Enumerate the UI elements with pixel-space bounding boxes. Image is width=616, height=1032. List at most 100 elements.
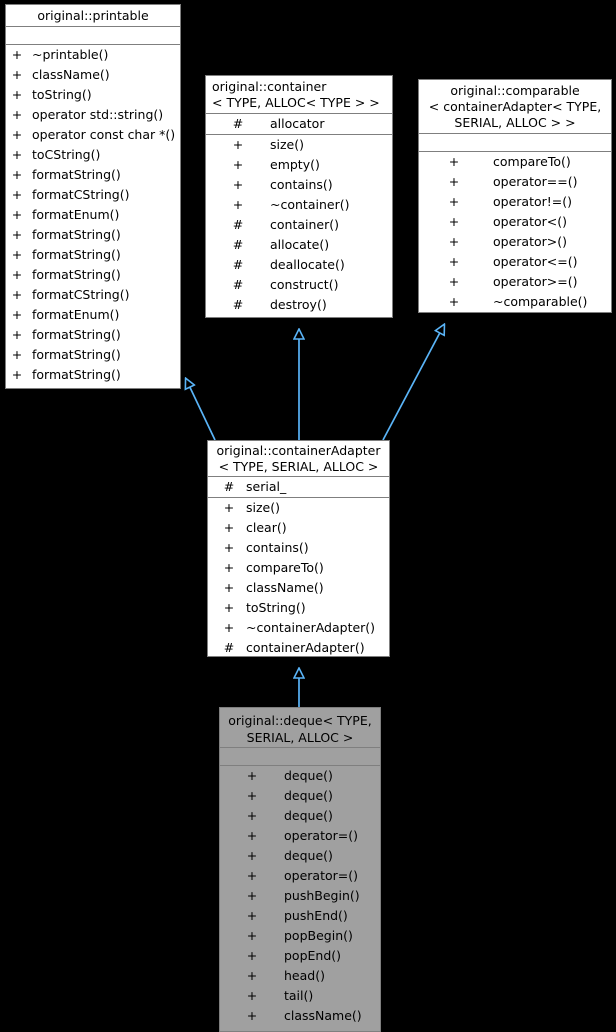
member-row[interactable]: +operator<()	[419, 212, 611, 232]
member-name: className()	[246, 580, 324, 595]
visibility-marker: +	[246, 848, 258, 863]
member-name: compareTo()	[493, 154, 571, 169]
member-name: operator=()	[284, 868, 358, 883]
visibility-marker: +	[246, 888, 258, 903]
member-row[interactable]: +compareTo()	[419, 152, 611, 172]
member-row[interactable]: +~container()	[206, 195, 392, 215]
member-name: allocator	[270, 116, 325, 131]
visibility-marker: +	[232, 177, 244, 192]
member-row[interactable]: +operator!=()	[419, 192, 611, 212]
member-name: operator>()	[493, 234, 567, 249]
member-row[interactable]: +head()	[220, 966, 380, 986]
member-row[interactable]: #container()	[206, 215, 392, 235]
member-row[interactable]: +deque()	[220, 806, 380, 826]
member-row[interactable]: +formatCString()	[6, 185, 180, 205]
member-row[interactable]: +formatCString()	[6, 285, 180, 305]
member-row[interactable]: +operator<=()	[419, 252, 611, 272]
visibility-marker: +	[11, 307, 23, 322]
visibility-marker: +	[11, 247, 23, 262]
member-row[interactable]: + deque()	[220, 846, 380, 866]
member-row[interactable]: + size()	[208, 498, 389, 518]
member-name: head()	[284, 968, 325, 983]
member-name: deque()	[284, 808, 333, 823]
member-row[interactable]: +deque()	[220, 766, 380, 786]
member-row[interactable]: +formatEnum()	[6, 205, 180, 225]
visibility-marker: +	[11, 327, 23, 342]
member-row[interactable]: +operator==()	[419, 172, 611, 192]
member-name: deallocate()	[270, 257, 345, 272]
member-row[interactable]: +operator=()	[220, 866, 380, 886]
member-row[interactable]: #destroy()	[206, 295, 392, 315]
member-name: empty()	[270, 157, 320, 172]
member-row[interactable]: +operator>()	[419, 232, 611, 252]
member-row[interactable]: +operator=()	[220, 826, 380, 846]
class-ops-comparable: +compareTo() +operator==() +operator!=()…	[419, 152, 611, 312]
visibility-marker: +	[223, 560, 235, 575]
member-row[interactable]: +~containerAdapter()	[208, 618, 389, 638]
member-row[interactable]: +formatString()	[6, 365, 180, 385]
class-box-deque[interactable]: original::deque< TYPE, SERIAL, ALLOC > +…	[219, 707, 381, 1032]
member-name: contains()	[270, 177, 333, 192]
member-row[interactable]: +operator const char *()	[6, 125, 180, 145]
visibility-marker: +	[223, 500, 235, 515]
member-name: deque()	[284, 848, 333, 863]
member-row[interactable]: +className()	[208, 578, 389, 598]
member-row[interactable]: #deallocate()	[206, 255, 392, 275]
member-row[interactable]: +popBegin()	[220, 926, 380, 946]
visibility-marker: +	[448, 274, 460, 289]
member-row[interactable]: + contains()	[206, 175, 392, 195]
member-row[interactable]: #containerAdapter()	[208, 638, 389, 658]
member-row[interactable]: +toString()	[6, 85, 180, 105]
member-row[interactable]: +~comparable()	[419, 292, 611, 312]
member-row[interactable]: +size()	[206, 135, 392, 155]
member-row[interactable]: +formatString()	[6, 225, 180, 245]
member-row[interactable]: +formatEnum()	[6, 305, 180, 325]
member-row[interactable]: +deque()	[220, 786, 380, 806]
member-row[interactable]: +className()	[220, 1006, 380, 1026]
member-row[interactable]: +toString()	[208, 598, 389, 618]
member-row[interactable]: + operator>=()	[419, 272, 611, 292]
member-row[interactable]: +formatString()	[6, 325, 180, 345]
visibility-marker: +	[11, 87, 23, 102]
member-row[interactable]: +className()	[6, 65, 180, 85]
member-row[interactable]: +popEnd()	[220, 946, 380, 966]
member-row[interactable]: +clear()	[208, 518, 389, 538]
member-row[interactable]: +empty()	[206, 155, 392, 175]
edge-containeradapter-printable	[186, 379, 216, 441]
class-box-printable[interactable]: original::printable +~printable() +class…	[5, 4, 181, 389]
member-row[interactable]: +formatString()	[6, 345, 180, 365]
member-name: formatEnum()	[32, 207, 120, 222]
member-row[interactable]: +~printable()	[6, 45, 180, 65]
class-box-containeradapter[interactable]: original::containerAdapter < TYPE, SERIA…	[207, 440, 390, 657]
member-name: formatString()	[32, 347, 121, 362]
member-row[interactable]: #allocate()	[206, 235, 392, 255]
member-name: operator!=()	[493, 194, 572, 209]
member-row[interactable]: +pushBegin()	[220, 886, 380, 906]
member-row[interactable]: #allocator	[206, 114, 392, 134]
member-row[interactable]: +formatString()	[6, 165, 180, 185]
member-name: formatString()	[32, 227, 121, 242]
class-box-container[interactable]: original::container < TYPE, ALLOC< TYPE …	[205, 75, 393, 318]
member-row[interactable]: +compareTo()	[208, 558, 389, 578]
member-name: contains()	[246, 540, 309, 555]
member-row[interactable]: +formatString()	[6, 245, 180, 265]
visibility-marker: +	[223, 520, 235, 535]
member-name: operator=()	[284, 828, 358, 843]
member-row[interactable]: +formatString()	[6, 265, 180, 285]
member-name: container()	[270, 217, 339, 232]
member-name: construct()	[270, 277, 339, 292]
member-name: size()	[246, 500, 280, 515]
member-row[interactable]: +operator std::string()	[6, 105, 180, 125]
member-name: operator const char *()	[32, 127, 176, 142]
member-row[interactable]: +tail()	[220, 986, 380, 1006]
member-row[interactable]: +contains()	[208, 538, 389, 558]
member-name: operator>=()	[493, 274, 578, 289]
member-row[interactable]: #construct()	[206, 275, 392, 295]
member-name: toCString()	[32, 147, 101, 162]
class-box-comparable[interactable]: original::comparable < containerAdapter<…	[418, 79, 612, 313]
member-row[interactable]: #serial_	[208, 477, 389, 497]
member-row[interactable]: +toCString()	[6, 145, 180, 165]
class-title-containeradapter: original::containerAdapter < TYPE, SERIA…	[208, 441, 389, 477]
member-row[interactable]: +pushEnd()	[220, 906, 380, 926]
visibility-marker: +	[11, 287, 23, 302]
